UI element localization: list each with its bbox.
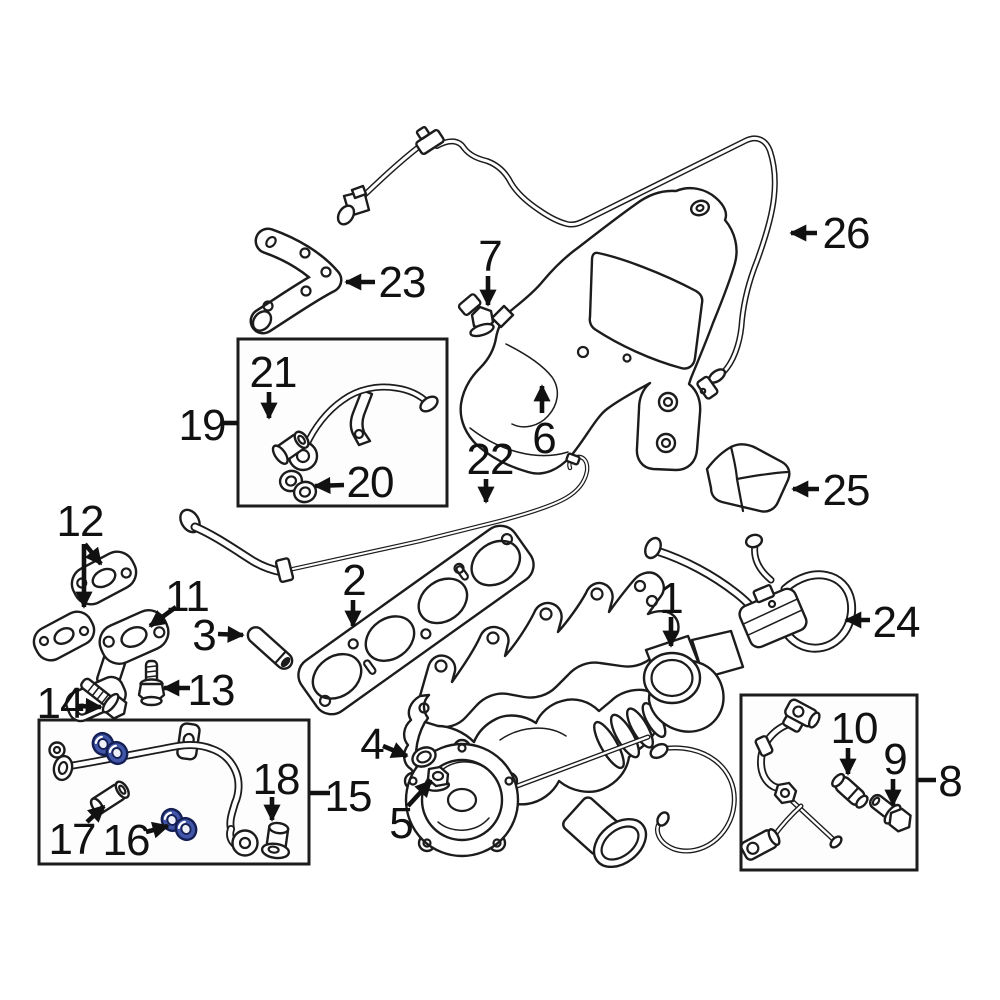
callout-17: 17 [49, 804, 106, 864]
callout-label-3: 3 [192, 611, 215, 660]
callout-label-6: 6 [532, 414, 555, 463]
callout-label-26: 26 [823, 209, 870, 258]
callout-label-23: 23 [379, 258, 426, 307]
callout-label-13: 13 [188, 666, 235, 715]
callout-14: 14 [37, 679, 103, 728]
callout-13: 13 [162, 666, 235, 715]
tube-elbow-fitting [336, 184, 371, 226]
callout-label-19: 19 [179, 401, 226, 450]
callout-24: 24 [844, 598, 921, 647]
tube-connector [415, 125, 445, 156]
part-12-gasket-upper [70, 550, 138, 606]
callout-label-1: 1 [659, 574, 682, 623]
part-14-bolt [80, 677, 128, 720]
part-10-fitting [831, 772, 869, 809]
callout-2: 2 [342, 556, 367, 628]
callout-6: 6 [532, 384, 557, 463]
part-1-turbocharger [403, 571, 745, 869]
part-19-oil-return-tube [287, 383, 439, 472]
callout-11: 11 [148, 572, 210, 628]
callout-15: 15 [310, 772, 372, 821]
part-13-stud [137, 659, 166, 707]
part-2-manifold-gasket [297, 524, 535, 716]
part-15-coolant-tube-assy [48, 722, 259, 857]
callout-18: 18 [253, 755, 300, 822]
callout-label-21: 21 [250, 348, 297, 397]
callout-label-25: 25 [823, 466, 870, 515]
callout-3: 3 [192, 611, 245, 660]
part-4-gasket-ring [411, 746, 437, 768]
part-21-connector [271, 430, 310, 465]
part-16-seals-lower [160, 807, 198, 842]
callout-7: 7 [478, 232, 503, 307]
callouts: 1234567891011121314151617181920212223242… [37, 209, 963, 865]
callout-16: 16 [103, 816, 170, 865]
callout-arrow-12 [83, 542, 103, 566]
callout-arrow-11 [148, 605, 178, 628]
callout-label-8: 8 [938, 757, 961, 806]
callout-20: 20 [313, 458, 394, 507]
group-box-19 [236, 337, 449, 508]
callout-label-11: 11 [165, 572, 209, 621]
callout-arrow-5 [406, 779, 433, 808]
part-3-tube [246, 626, 294, 670]
callout-label-5: 5 [389, 799, 412, 848]
part-16-seals-upper [91, 731, 129, 766]
callout-label-22: 22 [467, 435, 514, 484]
callout-label-12: 12 [57, 497, 104, 546]
part-5-nut [425, 765, 451, 792]
part-12-gasket-lower [32, 610, 96, 662]
callout-label-24: 24 [873, 598, 920, 647]
callout-label-7: 7 [478, 232, 501, 281]
callout-label-9: 9 [883, 735, 906, 784]
part-25-insulator [705, 443, 791, 513]
callout-label-2: 2 [342, 556, 365, 605]
callout-9: 9 [883, 735, 908, 807]
callout-arrow-14 [77, 697, 103, 715]
part-23-bracket [249, 227, 343, 335]
part-20-washers [278, 469, 318, 504]
callout-22: 22 [467, 435, 514, 504]
callout-1: 1 [659, 574, 684, 648]
callout-19: 19 [179, 401, 238, 450]
callout-12: 12 [57, 497, 104, 609]
callout-26: 26 [789, 209, 870, 258]
callout-8: 8 [917, 757, 963, 806]
callout-arrow-4 [382, 742, 409, 759]
part-6-heat-shield [459, 187, 738, 475]
callout-label-17: 17 [49, 815, 96, 864]
line-art [32, 125, 912, 869]
part-22-coolant-tube [179, 452, 590, 584]
callout-10: 10 [831, 704, 878, 776]
callout-arrow-17 [85, 804, 106, 824]
callout-21: 21 [250, 348, 297, 420]
callout-25: 25 [791, 466, 870, 515]
callout-label-15: 15 [325, 772, 372, 821]
callout-label-10: 10 [831, 704, 878, 753]
callout-4: 4 [360, 720, 409, 769]
part-18-bushing [260, 821, 291, 860]
callout-23: 23 [344, 258, 426, 307]
part-26-vacuum-tube [336, 125, 778, 400]
callout-arrow-3 [217, 625, 245, 643]
callout-label-14: 14 [37, 679, 84, 728]
callout-5: 5 [389, 779, 433, 848]
callout-label-16: 16 [103, 816, 150, 865]
part-24-hose-assembly [644, 533, 857, 653]
part-8-oil-supply-line [740, 698, 843, 861]
callout-arrow-16 [145, 821, 170, 839]
part-7-bolt [457, 293, 495, 338]
callout-arrow-20 [313, 476, 345, 494]
callout-label-20: 20 [347, 458, 394, 507]
callout-label-18: 18 [253, 755, 300, 804]
tube-end-fitting [696, 368, 727, 400]
callout-label-4: 4 [360, 720, 384, 769]
